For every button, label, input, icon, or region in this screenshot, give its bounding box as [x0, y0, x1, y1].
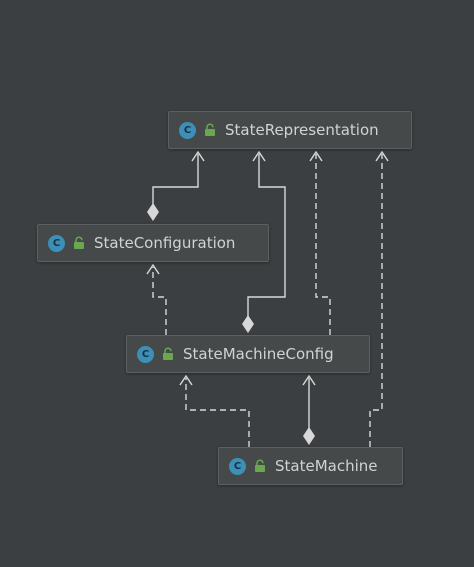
class-node-state-representation[interactable]: C StateRepresentation — [168, 111, 412, 149]
class-name: StateRepresentation — [225, 121, 379, 139]
class-node-state-machine[interactable]: C StateMachine — [218, 447, 403, 485]
arrowhead-open — [309, 150, 323, 162]
lock-icon — [255, 459, 265, 472]
class-node-state-configuration[interactable]: C StateConfiguration — [37, 224, 269, 262]
composition-diamond — [303, 427, 315, 445]
edge-stateconfiguration-to-staterepresentation — [152, 154, 199, 205]
arrowhead-open — [179, 374, 193, 386]
lock-icon — [163, 347, 173, 360]
edge-statemachine-to-statemachineconfig-dashed — [185, 378, 250, 447]
lock-icon — [74, 236, 84, 249]
class-name: StateMachineConfig — [183, 345, 334, 363]
class-node-state-machine-config[interactable]: C StateMachineConfig — [126, 335, 370, 373]
arrowhead-open — [191, 150, 205, 162]
composition-diamond — [147, 203, 159, 221]
lock-icon — [205, 123, 215, 136]
class-name: StateMachine — [275, 457, 378, 475]
class-icon: C — [229, 457, 246, 475]
class-icon: C — [48, 234, 65, 252]
edge-statemachineconfig-to-staterepresentation-solid — [247, 154, 286, 317]
edge-statemachine-to-staterepresentation-dashed — [369, 154, 383, 447]
composition-diamond — [242, 315, 254, 333]
class-name: StateConfiguration — [94, 234, 236, 252]
arrowhead-open — [375, 150, 389, 162]
edge-statemachineconfig-to-stateconfiguration-dashed — [152, 267, 167, 335]
class-icon: C — [137, 345, 154, 363]
edge-statemachineconfig-to-staterepresentation-dashed — [315, 154, 331, 335]
arrowhead-open — [146, 263, 160, 275]
arrowhead-open — [252, 150, 266, 162]
arrowhead-open — [302, 374, 316, 386]
class-icon: C — [179, 121, 196, 139]
